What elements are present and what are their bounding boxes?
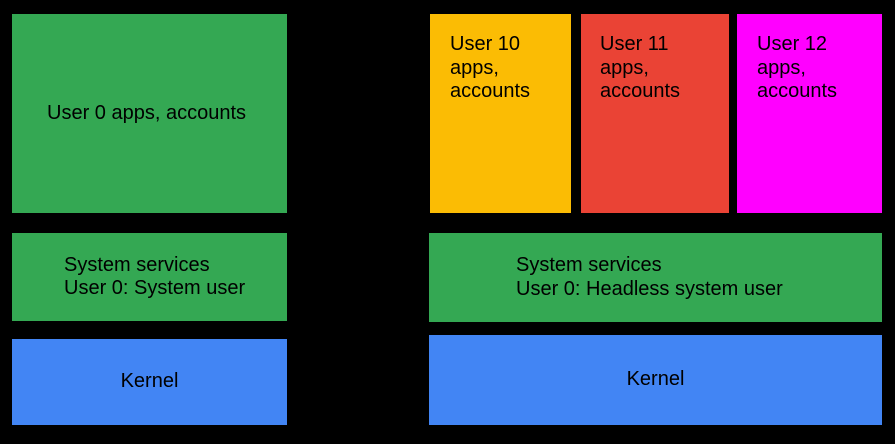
left-system-services-line1: System services <box>64 253 210 276</box>
right-user12-line3: accounts <box>757 80 838 102</box>
right-user12-line1: User 12 <box>757 33 828 55</box>
left-user0-apps-box: User 0 apps, accounts <box>12 14 287 213</box>
right-user10-line1: User 10 <box>450 33 521 55</box>
right-user11-box: User 11 apps, accounts <box>581 14 729 213</box>
left-kernel-box: Kernel <box>12 339 287 425</box>
right-user11-line1: User 11 <box>600 33 669 55</box>
left-system-services-box: System services User 0: System user <box>12 233 287 321</box>
left-user0-apps-label: User 0 apps, accounts <box>47 101 246 124</box>
right-kernel-box: Kernel <box>429 335 882 425</box>
left-kernel-label: Kernel <box>120 370 179 393</box>
right-system-services-line1: System services <box>516 254 662 276</box>
left-system-services-line2: User 0: System user <box>64 277 246 299</box>
right-user10-line3: accounts <box>450 80 531 102</box>
right-user10-box: User 10 apps, accounts <box>430 14 571 213</box>
right-user11-line2: apps, <box>600 56 649 79</box>
right-system-services-line2: User 0: Headless system user <box>516 277 783 300</box>
right-kernel-label: Kernel <box>626 368 685 391</box>
right-user11-line3: accounts <box>600 80 681 102</box>
right-user12-line2: apps, <box>757 56 806 79</box>
right-user12-box: User 12 apps, accounts <box>737 14 882 213</box>
right-user10-line2: apps, <box>450 56 499 79</box>
right-system-services-box: System services User 0: Headless system … <box>429 233 882 322</box>
